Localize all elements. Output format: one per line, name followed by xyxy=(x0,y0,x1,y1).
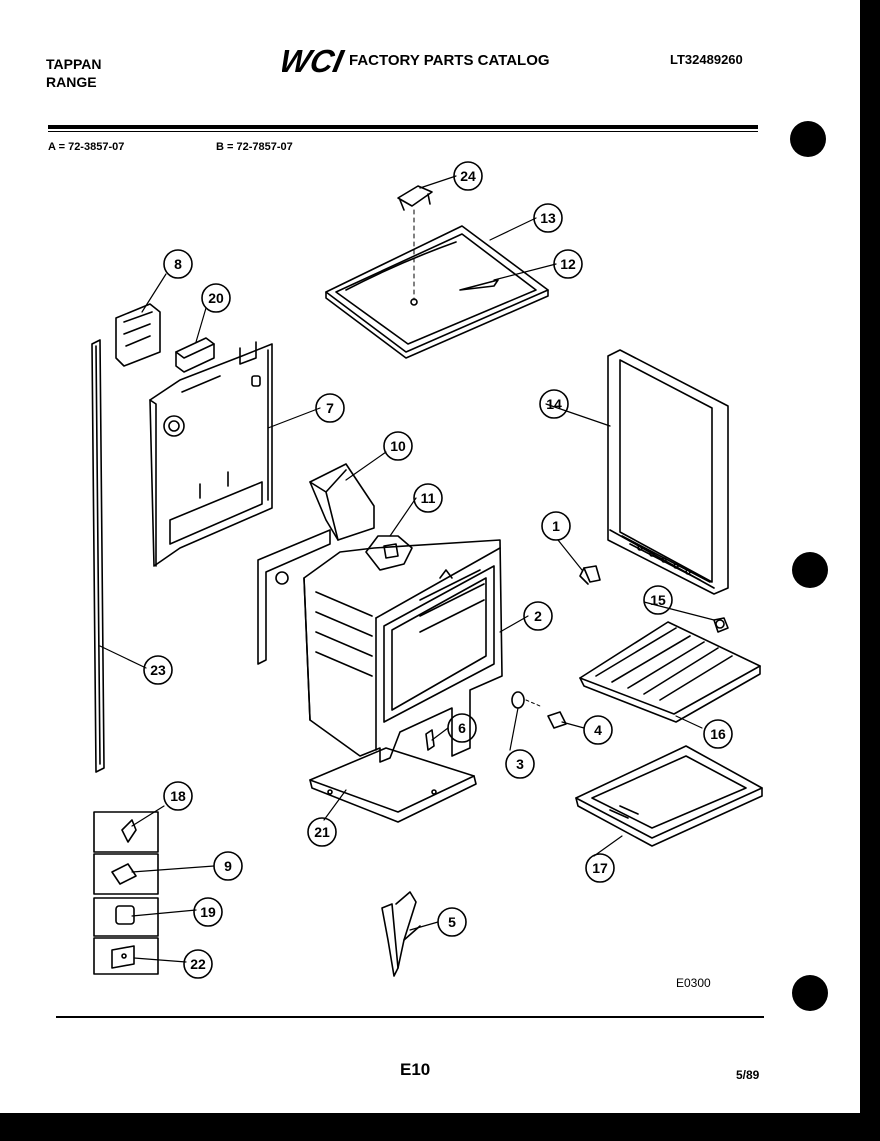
punch-hole-top xyxy=(790,121,826,157)
exploded-parts-diagram: 24 13 12 8 20 7 10 11 14 1 2 15 3 4 6 16… xyxy=(91,161,763,979)
catalog-title: FACTORY PARTS CATALOG xyxy=(349,52,550,69)
callout-13: 13 xyxy=(540,210,556,226)
part-20-block xyxy=(175,337,215,373)
callout-4: 4 xyxy=(594,722,602,738)
callout-18: 18 xyxy=(170,788,186,804)
part-6-clip xyxy=(425,729,435,751)
callout-19: 19 xyxy=(200,904,216,920)
punch-hole-middle xyxy=(792,552,828,588)
part-24-bracket xyxy=(397,185,433,301)
callout-10: 10 xyxy=(390,438,406,454)
callout-7: 7 xyxy=(326,400,334,416)
callout-16: 16 xyxy=(710,726,726,742)
callout-15: 15 xyxy=(650,592,666,608)
callout-circles xyxy=(143,161,733,979)
callout-2: 2 xyxy=(534,608,542,624)
part-5-bracket xyxy=(381,891,421,977)
part-16-rack xyxy=(579,621,761,723)
callout-1: 1 xyxy=(552,518,560,534)
callout-24: 24 xyxy=(460,168,476,184)
callout-21: 21 xyxy=(314,824,330,840)
page-code: E10 xyxy=(400,1060,431,1079)
wci-logo-text: WCI xyxy=(282,44,347,78)
part-13-cooktop xyxy=(325,225,549,359)
wci-logo: WCI xyxy=(282,44,347,78)
part-10-duct xyxy=(309,463,375,541)
callout-3: 3 xyxy=(516,756,524,772)
punch-hole-bottom xyxy=(792,975,828,1011)
part-7-back-panel xyxy=(149,341,273,567)
callout-23: 23 xyxy=(150,662,166,678)
part-3-grommet xyxy=(511,691,541,709)
callout-12: 12 xyxy=(560,256,576,272)
variant-a: A = 72-3857-07 xyxy=(48,141,125,153)
callout-9: 9 xyxy=(224,858,232,874)
part-11-burner-plate xyxy=(365,535,413,571)
leader-lines xyxy=(99,175,715,963)
part-21-bottom-panel xyxy=(309,747,477,823)
callout-8: 8 xyxy=(174,256,182,272)
header-rule-thin xyxy=(48,131,758,132)
callout-11: 11 xyxy=(421,490,436,506)
variant-b: B = 72-7857-07 xyxy=(216,141,293,153)
brand-name: TAPPAN xyxy=(46,56,102,72)
part-8-bracket xyxy=(115,303,161,367)
callout-14: 14 xyxy=(546,396,562,412)
header-rule xyxy=(48,125,758,129)
part-4-connector xyxy=(547,711,567,729)
callout-numbers: 24 13 12 8 20 7 10 11 14 1 2 15 3 4 6 16… xyxy=(150,168,726,972)
part-1-knob xyxy=(579,565,601,585)
model-code: LT32489260 xyxy=(670,52,743,67)
callout-20: 20 xyxy=(208,290,224,306)
diagram-code: E0300 xyxy=(676,976,711,990)
callout-5: 5 xyxy=(448,914,456,930)
callout-22: 22 xyxy=(190,956,206,972)
catalog-page: TAPPAN RANGE WCI FACTORY PARTS CATALOG L… xyxy=(0,0,860,1113)
part-14-frame xyxy=(607,349,729,595)
part-15-pivot xyxy=(713,617,729,633)
part-17-broiler-pan xyxy=(575,745,763,847)
revision-date: 5/89 xyxy=(736,1068,760,1082)
product-type: RANGE xyxy=(46,74,97,90)
callout-6: 6 xyxy=(458,720,466,736)
callout-17: 17 xyxy=(592,860,608,876)
footer-rule xyxy=(56,1016,764,1018)
small-parts-panel xyxy=(93,811,159,975)
part-23-trim-strip xyxy=(91,339,105,773)
part-oven-body xyxy=(257,529,503,763)
